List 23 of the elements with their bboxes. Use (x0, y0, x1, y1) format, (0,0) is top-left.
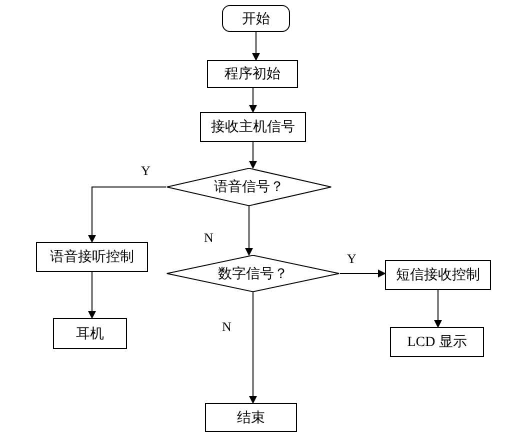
process-box: 接收主机信号 (200, 112, 306, 142)
edge-label: Y (346, 252, 358, 266)
edge-label: N (221, 320, 232, 334)
arrow (340, 270, 386, 278)
decision-diamond: 数字信号？ (166, 255, 340, 292)
arrow (249, 88, 257, 113)
process-box: 耳机 (53, 318, 127, 349)
terminal-box: 结束 (205, 403, 297, 432)
edge-label: Y (140, 164, 152, 178)
arrow (88, 272, 96, 319)
process-box: 短信接收控制 (385, 260, 491, 290)
arrow (249, 292, 257, 404)
arrow (249, 142, 257, 169)
process-box: 程序初始 (207, 60, 298, 88)
arrow (252, 32, 260, 61)
process-box: 语音接听控制 (36, 242, 148, 272)
decision-diamond: 语音信号？ (166, 168, 332, 206)
edge-label: N (203, 231, 214, 245)
terminal-box: 开始 (222, 5, 290, 32)
arrow (245, 206, 253, 256)
arrow (88, 186, 166, 243)
process-box: LCD 显示 (390, 327, 484, 357)
arrow (434, 290, 442, 328)
